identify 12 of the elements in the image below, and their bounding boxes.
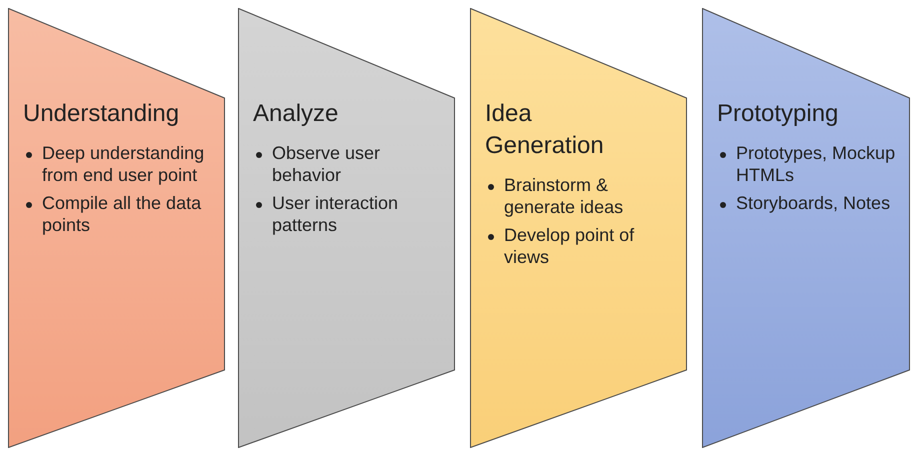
bullet-text: Observe user behavior — [272, 142, 382, 186]
bullet-text: Prototypes, Mockup HTMLs — [736, 142, 896, 186]
stage-heading: Prototyping — [717, 99, 840, 129]
bullet-text: User interaction patterns — [272, 192, 400, 236]
stage-heading: Understanding — [23, 99, 180, 129]
bullet-text: Storyboards, Notes — [736, 192, 890, 214]
bullet-text: Develop point of views — [504, 224, 636, 268]
bullet-text: Deep understanding from end user point — [42, 142, 206, 186]
bullet-text: Brainstorm & generate ideas — [504, 174, 624, 218]
stage-heading: Idea Generation — [485, 99, 605, 161]
bullet-text: Compile all the data points — [42, 192, 202, 236]
stage-heading: Analyze — [253, 99, 340, 129]
